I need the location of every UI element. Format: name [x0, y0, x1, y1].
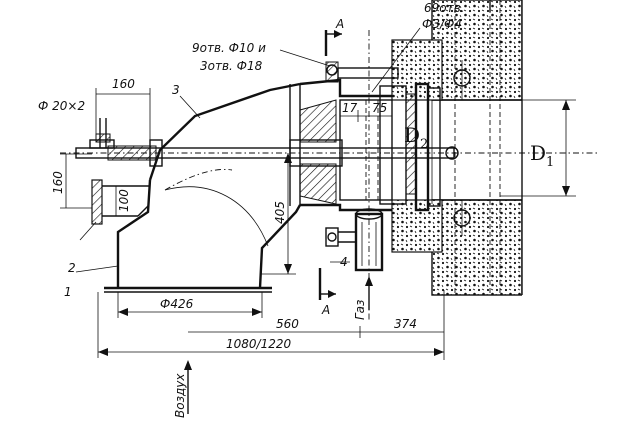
- dim-pipe: Ф 20×2: [38, 99, 85, 113]
- label-holes-10: 9отв. Ф10 и: [192, 41, 266, 55]
- label-holes-small-dia: Ф3/Ф4: [422, 17, 462, 31]
- part-1: 1: [64, 285, 72, 299]
- dim-426: Ф426: [160, 297, 194, 311]
- annotations: 9отв. Ф10 и 3отв. Ф18 69отв. Ф3/Ф4 А А Ф…: [38, 1, 554, 418]
- part-4: 4: [340, 255, 348, 269]
- dim-160-top: 160: [112, 77, 135, 91]
- dim-100: 100: [117, 189, 131, 212]
- furnace-wall: [391, 0, 642, 423]
- side-flange: [91, 179, 103, 225]
- dim-17: 17: [342, 101, 358, 115]
- label-gas: Газ: [353, 300, 367, 320]
- label-d2: D2: [404, 123, 428, 152]
- dim-405: 405: [273, 201, 287, 224]
- section-a-top: А: [335, 17, 344, 31]
- label-holes-small: 69отв.: [424, 1, 465, 15]
- label-air: Воздух: [173, 373, 187, 418]
- dimensions: [60, 27, 576, 414]
- label-holes-18: 3отв. Ф18: [200, 59, 263, 73]
- dim-total: 1080/1220: [226, 337, 291, 351]
- dim-560: 560: [276, 317, 299, 331]
- label-d1: D1: [530, 141, 554, 170]
- lance-rod: [75, 118, 459, 167]
- part-2: 2: [68, 261, 76, 275]
- section-a-bottom: А: [321, 303, 330, 317]
- dim-160-left: 160: [51, 171, 65, 194]
- dim-75: 75: [372, 101, 387, 115]
- burner-body: [91, 61, 441, 293]
- dim-374: 374: [394, 317, 417, 331]
- gas-pipe: [325, 208, 384, 272]
- part-3: 3: [172, 83, 180, 97]
